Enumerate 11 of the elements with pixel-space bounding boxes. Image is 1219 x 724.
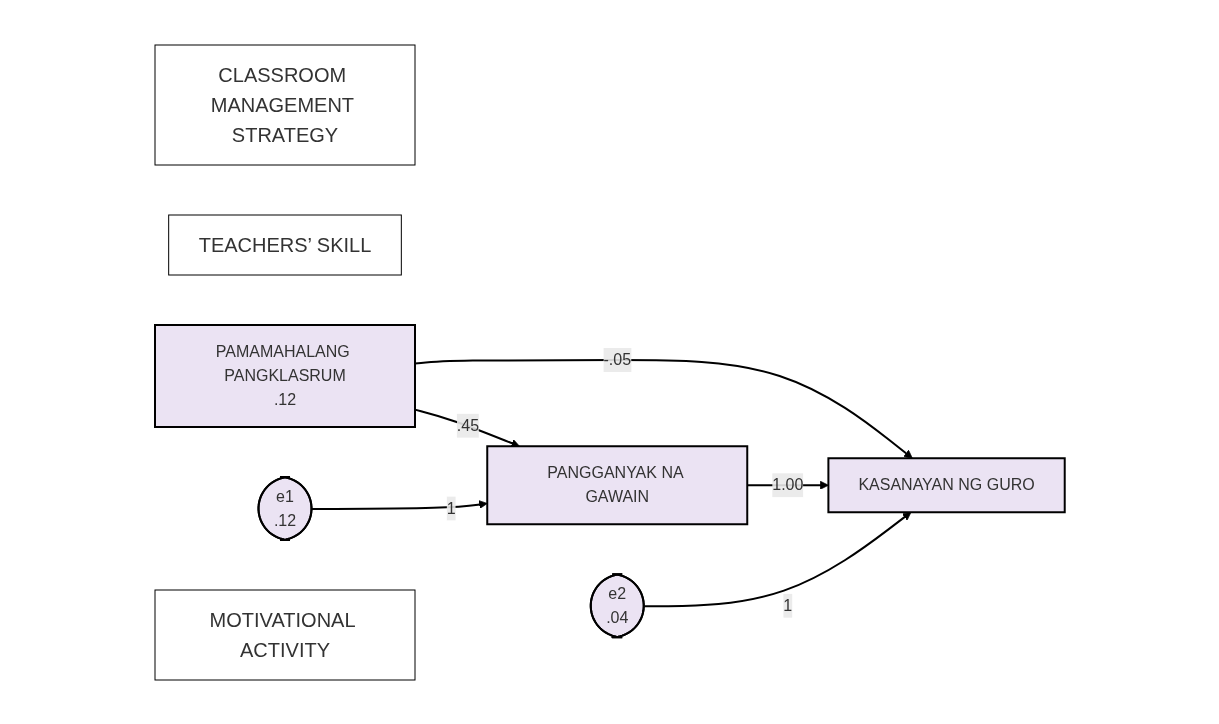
node-box: MOTIVATIONAL ACTIVITY [154,589,416,680]
node-box: TEACHERS’ SKILL [167,214,402,275]
node-box: CLASSROOM MANAGEMENT STRATEGY [154,44,416,165]
node-box: PAMAMAHALANG PANGKLASRUM .12 [153,323,416,428]
edge-label: -.05 [603,350,631,368]
edge-label: 1 [446,499,456,516]
node-box: KASANAYAN NG GURO [827,456,1066,513]
edge-label: 1.00 [771,475,804,493]
edge-label: .45 [456,416,479,434]
edge-label: 1 [783,596,792,614]
node-box: PANGGANYAK NA GAWAIN [485,444,748,525]
